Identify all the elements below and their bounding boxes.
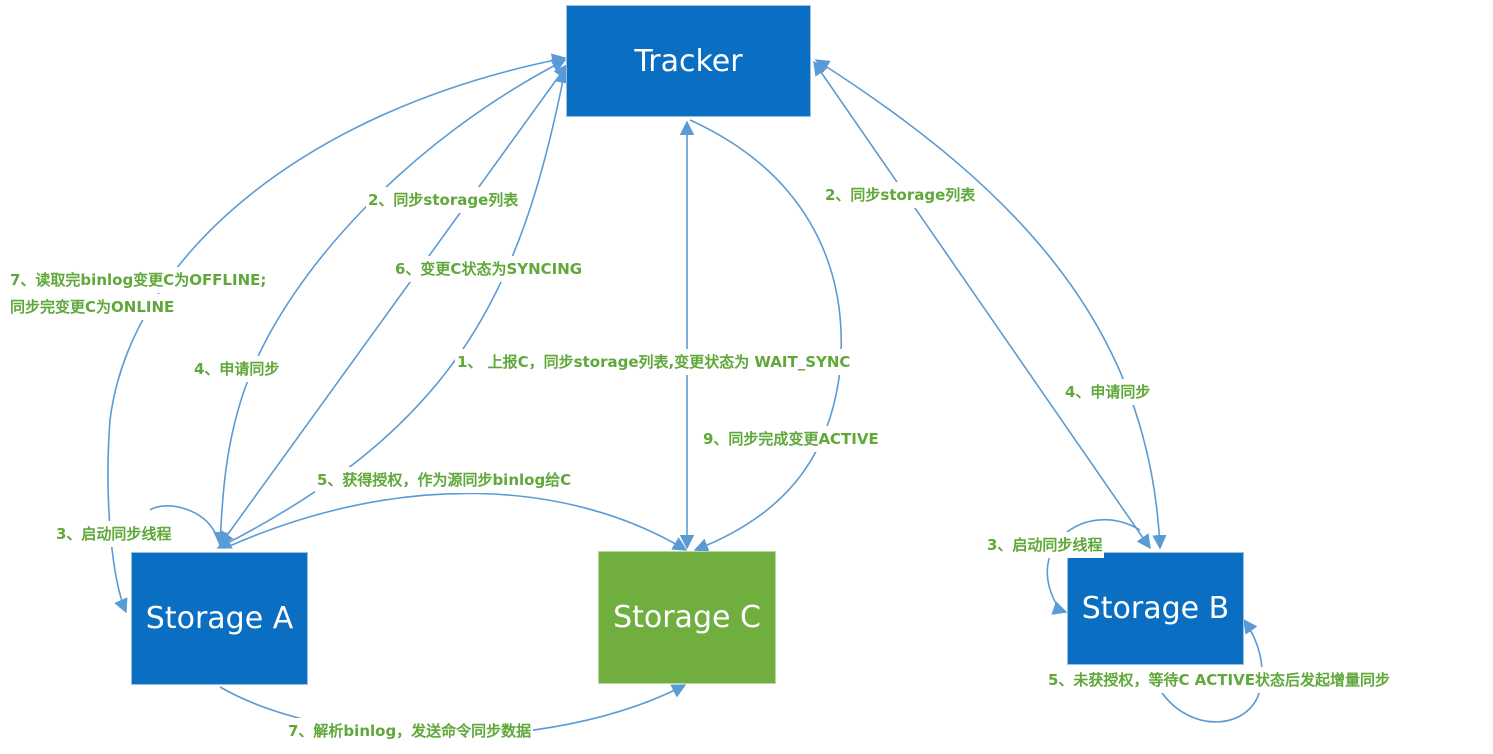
label-a-authorized: 5、获得授权，作为源同步binlog给C	[315, 467, 574, 493]
edge-c-active	[689, 119, 842, 553]
label-a-read-binlog-2: 同步完变更C为ONLINE	[8, 294, 177, 320]
label-a-start-thread: 3、启动同步线程	[54, 521, 174, 547]
storage-a-label: Storage A	[145, 601, 294, 636]
edge-a-authorized	[224, 492, 688, 551]
label-b-wait: 5、未获授权，等待C ACTIVE状态后发起增量同步	[1046, 667, 1392, 693]
label-a-set-syncing: 6、变更C状态为SYNCING	[393, 256, 585, 282]
tracker-label: Tracker	[634, 43, 743, 79]
storage-b-label: Storage B	[1081, 591, 1230, 626]
storage-a-node: Storage A	[131, 552, 308, 685]
label-a-parse-binlog: 7、解析binlog，发送命令同步数据	[286, 718, 534, 744]
label-a-sync-list: 2、同步storage列表	[366, 187, 521, 213]
edge-a-read-binlog	[107, 53, 567, 614]
storage-c-node: Storage C	[598, 551, 776, 684]
label-b-apply-sync: 4、申请同步	[1063, 379, 1153, 405]
storage-c-label: Storage C	[613, 600, 761, 635]
label-a-read-binlog-1: 7、读取完binlog变更C为OFFLINE;	[8, 267, 269, 293]
edge-a-start-thread	[149, 505, 217, 536]
label-c-active: 9、同步完成变更ACTIVE	[701, 426, 881, 452]
edge-b-start-thread	[1046, 519, 1141, 615]
tracker-node: Tracker	[566, 5, 811, 117]
edge-b-sync-list	[813, 60, 1151, 550]
label-a-apply-sync: 4、申请同步	[192, 356, 282, 382]
edge-b-apply-sync	[814, 59, 1167, 550]
edge-b-wait	[1159, 618, 1263, 723]
label-b-start-thread: 3、启动同步线程	[985, 532, 1105, 558]
label-c-report: 1、 上报C，同步storage列表,变更状态为 WAIT_SYNC	[455, 349, 853, 375]
label-b-sync-list: 2、同步storage列表	[823, 182, 978, 208]
storage-b-node: Storage B	[1067, 552, 1244, 665]
